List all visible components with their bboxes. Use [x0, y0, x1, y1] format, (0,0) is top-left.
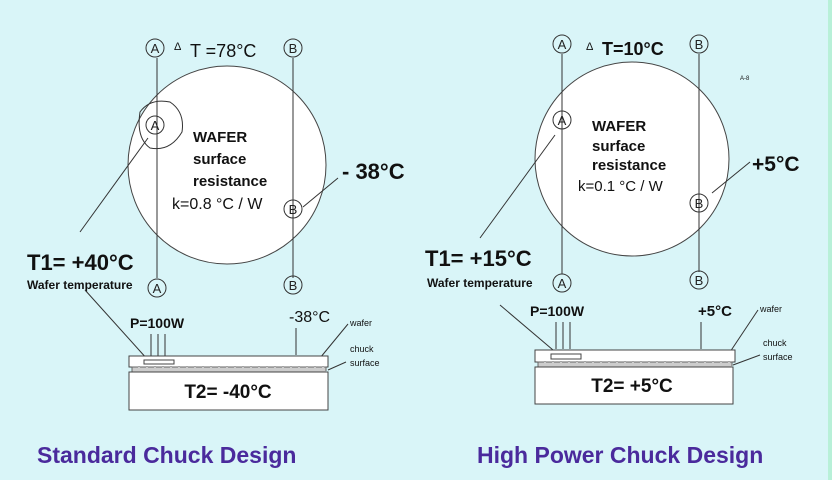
diagram-label: B	[695, 273, 704, 288]
marker-b-mid: B	[283, 199, 303, 219]
diagram-shape	[84, 289, 149, 361]
diagram-label: wafer	[349, 318, 372, 328]
right-edge-strip	[828, 0, 832, 480]
diagram-label: surface	[350, 358, 380, 368]
diagram-label: wafer	[759, 304, 782, 314]
diagram-label: k=0.8 °C / W	[172, 196, 263, 213]
marker-b-top: B	[283, 38, 303, 58]
diagram-shape	[479, 134, 556, 239]
diagram-shape	[283, 275, 303, 295]
diagram-shape	[552, 273, 572, 293]
t2: T2= +5°C	[591, 376, 673, 397]
diagram-shape	[145, 115, 165, 135]
diagram-label: surface	[592, 138, 645, 155]
wafer-layer	[534, 349, 736, 363]
diagram-shape	[319, 323, 349, 359]
marker-b-top: B	[689, 34, 709, 54]
diagram-shape	[499, 304, 554, 351]
delta-t: T=10°C	[602, 39, 664, 59]
diagram-label: chuck	[350, 344, 374, 354]
marker-b-mid: B	[689, 193, 709, 213]
chuck-surface	[537, 361, 733, 368]
diagram-shape	[732, 354, 761, 366]
diagram-label: B	[289, 202, 298, 217]
high-power-chuck-diagram: A B A B A B Δ T=10°C A-8 WAFER surface r…	[425, 34, 800, 405]
marker-a-mid: A	[145, 115, 165, 135]
diagram-shape	[79, 137, 149, 233]
diagram-label: WAFER	[193, 129, 247, 146]
diagram-label: A	[558, 37, 567, 52]
diagram-label: -38°C	[289, 309, 330, 326]
diagram-shape	[729, 309, 759, 353]
t1-caption: Wafer temperature	[27, 278, 133, 292]
wafer-layer	[128, 355, 329, 368]
edge-temp: +5°C	[752, 153, 800, 176]
t2: T2= -40°C	[184, 382, 272, 403]
delta-icon: Δ	[174, 41, 182, 53]
marker-b-bottom: B	[283, 275, 303, 295]
diagram-shape	[689, 34, 709, 54]
diagram-label: A	[558, 113, 567, 128]
diagram-label: k=0.1 °C / W	[578, 178, 664, 195]
diagram-label: A	[153, 281, 162, 296]
diagram-label: A	[151, 118, 160, 133]
diagram-shape	[283, 38, 303, 58]
diagram-label: +5°C	[698, 303, 732, 320]
slide-id: A-8	[740, 76, 750, 82]
heat-arrows	[555, 322, 571, 349]
diagram-label: surface	[763, 352, 793, 362]
marker-a-top: A	[552, 34, 572, 54]
chuck-block	[534, 366, 734, 405]
diagram-shape	[147, 278, 167, 298]
t1-caption: Wafer temperature	[427, 276, 533, 290]
marker-a-top: A	[145, 38, 165, 58]
marker-b-bottom: B	[689, 270, 709, 290]
high-power-design-title: High Power Chuck Design	[477, 442, 764, 468]
standard-chuck-diagram: A B A B A B Δ T =78°C WAFER surface resi…	[27, 38, 405, 411]
delta-t: T =78°C	[190, 41, 256, 61]
t1: T1= +40°C	[27, 250, 134, 275]
heater	[550, 353, 582, 360]
diagram-shape	[283, 199, 303, 219]
diagram-label: P=100W	[530, 303, 585, 319]
diagram-shape	[552, 34, 572, 54]
hotspot-outline	[138, 100, 183, 150]
diagram-shape	[327, 361, 347, 371]
chuck-block	[128, 371, 329, 411]
diagram-shape	[689, 270, 709, 290]
diagram-shape	[552, 110, 572, 130]
wafer-circle	[534, 61, 730, 257]
chuck-surface	[131, 366, 327, 373]
diagram-label: B	[289, 41, 298, 56]
standard-design-title: Standard Chuck Design	[37, 442, 297, 468]
diagram-label: surface	[193, 151, 246, 168]
heater	[143, 359, 175, 365]
edge-temp: - 38°C	[342, 159, 405, 184]
delta-icon: Δ	[586, 41, 594, 53]
marker-a-bottom: A	[552, 273, 572, 293]
diagram-label: B	[695, 196, 704, 211]
diagram-label: chuck	[763, 338, 787, 348]
diagram-shape	[711, 161, 751, 194]
diagram-label: B	[695, 37, 704, 52]
marker-a-bottom: A	[147, 278, 167, 298]
diagram-label: P=100W	[130, 315, 185, 331]
diagram-label: A	[558, 276, 567, 291]
diagram-label: B	[289, 278, 298, 293]
t1: T1= +15°C	[425, 246, 532, 271]
diagram-shape	[145, 38, 165, 58]
diagram-label: resistance	[193, 173, 267, 190]
diagram-label: resistance	[592, 157, 666, 174]
diagram-label: WAFER	[592, 118, 646, 135]
diagram-shape	[302, 177, 339, 208]
diagram-shape	[689, 193, 709, 213]
marker-a-mid: A	[552, 110, 572, 130]
heat-arrows	[150, 334, 166, 358]
diagram-label: A	[151, 41, 160, 56]
